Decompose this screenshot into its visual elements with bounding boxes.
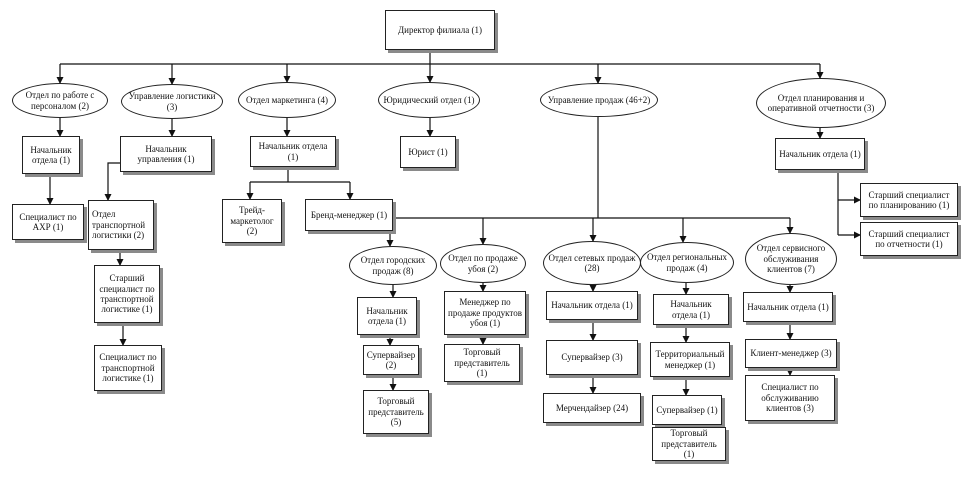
node-transport-logistics-dept: Отдел транспортной логистики (2) <box>88 200 154 250</box>
node-service-head-label: Начальник отдела (1) <box>747 301 829 312</box>
node-city-sales-label: Отдел городских продаж (8) <box>360 255 426 276</box>
node-logistics-directorate: Управление логистики (3) <box>121 84 223 119</box>
node-regional-sales-label: Отдел региональных продаж (4) <box>647 252 727 273</box>
node-logistics-directorate-label: Управление логистики (3) <box>128 91 216 112</box>
node-customer-service-specialist: Специалист по обслуживанию клиентов (3) <box>745 375 835 421</box>
node-slaughter-sales-rep-label: Торговый представитель (1) <box>454 347 510 379</box>
node-logistics-head-label: Начальник управления (1) <box>137 143 195 164</box>
node-brand-manager-label: Бренд-менеджер (1) <box>310 209 388 220</box>
node-hr-axo-specialist: Специалист по АХР (1) <box>12 204 84 240</box>
node-trade-marketer-label: Трейд-маркетолог (2) <box>230 205 274 237</box>
node-marketing-department-label: Отдел маркетинга (4) <box>246 94 328 105</box>
node-merchandiser: Мерчендайзер (24) <box>543 393 641 423</box>
node-senior-reporting-specialist: Старший специалист по отчетности (1) <box>860 222 958 256</box>
node-planning-department-label: Отдел планирования и оперативной отчетно… <box>767 92 875 113</box>
node-city-head: Начальник отдела (1) <box>357 297 417 335</box>
node-brand-manager: Бренд-менеджер (1) <box>305 199 393 231</box>
node-network-supervisor-label: Супервайзер (3) <box>561 352 623 363</box>
node-sales-directorate-label: Управление продаж (46+2) <box>547 94 651 105</box>
node-legal-department-label: Юридический отдел (1) <box>383 94 475 105</box>
node-senior-transport-specialist: Старший специалист по транспортной логис… <box>94 265 160 323</box>
node-client-manager-label: Клиент-менеджер (3) <box>750 348 832 359</box>
node-territorial-manager: Территориальный менеджер (1) <box>650 342 730 377</box>
node-regional-head: Начальник отдела (1) <box>653 294 729 325</box>
node-director-label: Директор филиала (1) <box>397 24 483 35</box>
node-hr-head-label: Начальник отдела (1) <box>30 144 72 165</box>
node-merchandiser-label: Мерчендайзер (24) <box>555 402 629 413</box>
node-regional-supervisor: Супервайзер (1) <box>652 395 722 425</box>
node-sales-directorate: Управление продаж (46+2) <box>540 83 658 117</box>
node-city-sales: Отдел городских продаж (8) <box>349 246 437 285</box>
node-slaughter-sales-label: Отдел по продаже убоя (2) <box>448 253 518 274</box>
node-lawyer: Юрист (1) <box>400 136 456 168</box>
node-slaughter-manager-label: Менеджер по продаже продуктов убоя (1) <box>448 297 522 329</box>
node-marketing-head: Начальник отдела (1) <box>250 136 336 167</box>
node-lawyer-label: Юрист (1) <box>408 146 448 157</box>
node-network-head: Начальник отдела (1) <box>546 291 638 320</box>
node-slaughter-sales: Отдел по продаже убоя (2) <box>440 244 526 283</box>
node-city-supervisor: Супервайзер (2) <box>363 345 419 375</box>
node-city-supervisor-label: Супервайзер (2) <box>366 349 416 370</box>
node-network-sales-label: Отдел сетевых продаж (28) <box>548 252 636 273</box>
node-regional-sales-rep: Торговый представитель (1) <box>652 427 726 461</box>
node-city-sales-rep: Торговый представитель (5) <box>363 390 429 434</box>
node-transport-logistics-dept-label: Отдел транспортной логистики (2) <box>92 209 146 241</box>
node-city-head-label: Начальник отдела (1) <box>366 305 408 326</box>
node-network-head-label: Начальник отдела (1) <box>551 300 633 311</box>
node-hr-department: Отдел по работе с персоналом (2) <box>12 83 108 118</box>
node-logistics-head: Начальник управления (1) <box>120 136 212 172</box>
node-marketing-department: Отдел маркетинга (4) <box>238 82 336 118</box>
node-senior-reporting-specialist-label: Старший специалист по отчетности (1) <box>868 228 950 249</box>
node-network-sales: Отдел сетевых продаж (28) <box>543 241 641 285</box>
node-city-sales-rep-label: Торговый представитель (5) <box>368 396 424 428</box>
node-planning-department: Отдел планирования и оперативной отчетно… <box>756 78 886 128</box>
node-network-supervisor: Супервайзер (3) <box>546 340 638 375</box>
node-hr-department-label: Отдел по работе с персоналом (2) <box>25 90 95 111</box>
node-planning-head: Начальник отдела (1) <box>775 138 865 170</box>
node-client-manager: Клиент-менеджер (3) <box>745 339 837 368</box>
node-customer-service-specialist-label: Специалист по обслуживанию клиентов (3) <box>761 382 819 414</box>
node-regional-supervisor-label: Супервайзер (1) <box>656 404 718 415</box>
node-regional-head-label: Начальник отдела (1) <box>670 299 712 320</box>
node-senior-transport-specialist-label: Старший специалист по транспортной логис… <box>99 273 155 315</box>
node-transport-specialist: Специалист по транспортной логистике (1) <box>94 345 162 391</box>
node-hr-head: Начальник отдела (1) <box>22 136 80 174</box>
node-director: Директор филиала (1) <box>385 10 495 50</box>
node-slaughter-manager: Менеджер по продаже продуктов убоя (1) <box>444 291 526 335</box>
node-territorial-manager-label: Территориальный менеджер (1) <box>655 349 725 370</box>
node-customer-service: Отдел сервисного обслуживания клиентов (… <box>745 233 837 285</box>
node-senior-planning-specialist-label: Старший специалист по планированию (1) <box>868 189 950 210</box>
node-customer-service-label: Отдел сервисного обслуживания клиентов (… <box>756 243 826 275</box>
node-planning-head-label: Начальник отдела (1) <box>779 148 861 159</box>
node-slaughter-sales-rep: Торговый представитель (1) <box>444 344 520 382</box>
node-transport-specialist-label: Специалист по транспортной логистике (1) <box>99 352 157 384</box>
node-regional-sales-rep-label: Торговый представитель (1) <box>661 428 717 460</box>
node-service-head: Начальник отдела (1) <box>743 292 833 322</box>
node-legal-department: Юридический отдел (1) <box>378 82 480 118</box>
node-marketing-head-label: Начальник отдела (1) <box>258 141 328 162</box>
node-senior-planning-specialist: Старший специалист по планированию (1) <box>860 183 958 217</box>
node-trade-marketer: Трейд-маркетолог (2) <box>222 199 282 243</box>
node-hr-axo-specialist-label: Специалист по АХР (1) <box>19 211 77 232</box>
node-regional-sales: Отдел региональных продаж (4) <box>640 242 734 283</box>
